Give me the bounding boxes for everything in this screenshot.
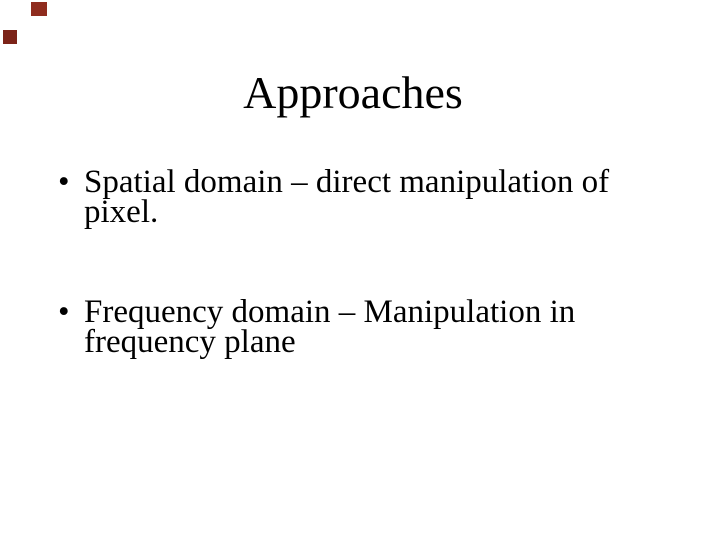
bullet-dot-icon: •: [58, 294, 70, 330]
bullet-text-line: frequency plane: [84, 324, 296, 360]
bullet-item-frequency-domain: • Frequency domain – Manipulation in fre…: [0, 294, 680, 360]
bullet-list: • Spatial domain – direct manipulation o…: [0, 164, 680, 360]
bullet-text-line: Frequency domain – Manipulation in: [84, 294, 576, 330]
bullet-text-line: Spatial domain – direct manipulation of: [84, 164, 610, 200]
bullet-text-line: pixel.: [84, 194, 159, 230]
top-left-decoration-square: [31, 2, 47, 16]
left-edge-decoration-square: [3, 30, 17, 44]
bullet-item-spatial-domain: • Spatial domain – direct manipulation o…: [0, 164, 680, 230]
slide-title: Approaches: [243, 67, 463, 118]
bullet-dot-icon: •: [58, 164, 70, 200]
